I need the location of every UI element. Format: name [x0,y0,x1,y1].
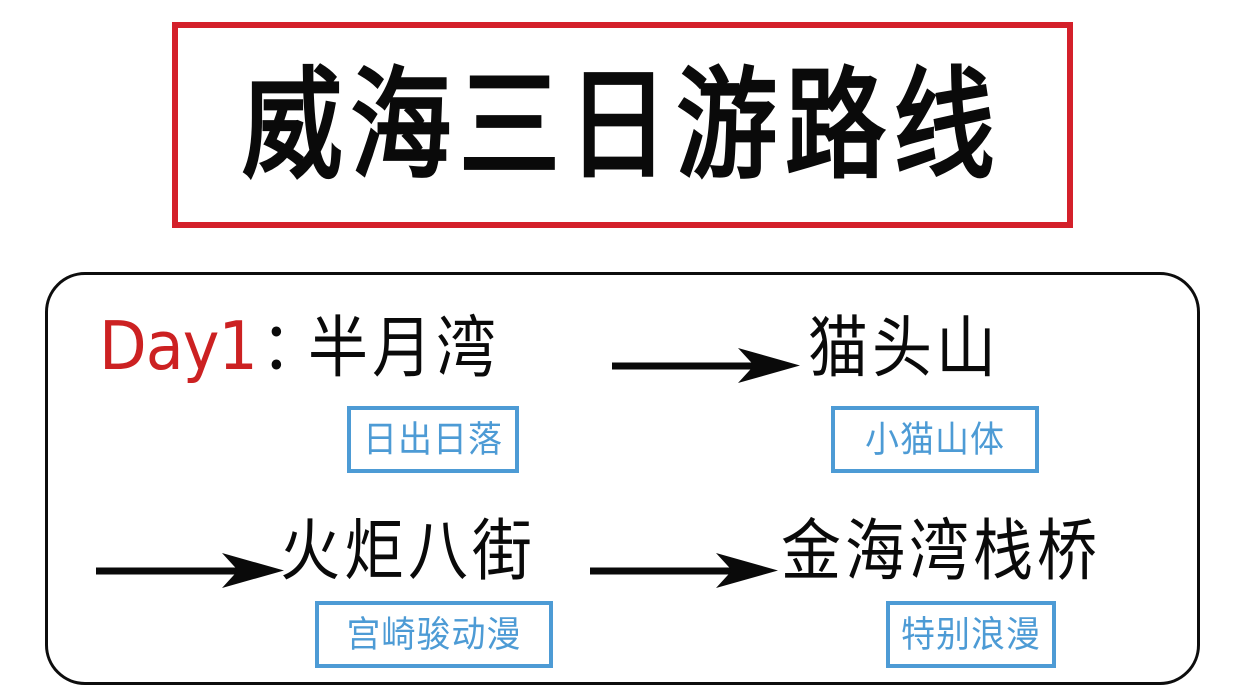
page-title: 威海三日游路线 [242,54,1003,196]
itinerary-card: Day1： 半月湾 猫头山 日出日落 小猫山体 火炬八街 [45,272,1200,685]
tag-label-3: 宫崎骏动漫 [346,613,522,656]
tag-box-2: 小猫山体 [831,406,1039,473]
stop-name-3: 火炬八街 [280,512,536,591]
day-label: Day1： [99,312,323,380]
day-label-word: Day1 [99,306,258,386]
tag-box-4: 特别浪漫 [886,601,1056,668]
tag-box-3: 宫崎骏动漫 [315,601,553,668]
stop-name-4: 金海湾栈桥 [781,512,1101,591]
tag-box-1: 日出日落 [347,406,519,473]
title-banner: 威海三日游路线 [172,22,1073,228]
tag-label-4: 特别浪漫 [901,613,1041,656]
stop-name-1: 半月湾 [308,309,500,388]
arrow-right-icon-2 [94,550,286,590]
arrow-right-icon-3 [588,550,780,590]
stop-name-2: 猫头山 [808,309,1000,388]
tag-label-2: 小猫山体 [865,418,1005,461]
day-label-colon: ： [260,306,323,386]
arrow-right-icon-1 [610,345,802,385]
tag-label-1: 日出日落 [363,418,503,461]
